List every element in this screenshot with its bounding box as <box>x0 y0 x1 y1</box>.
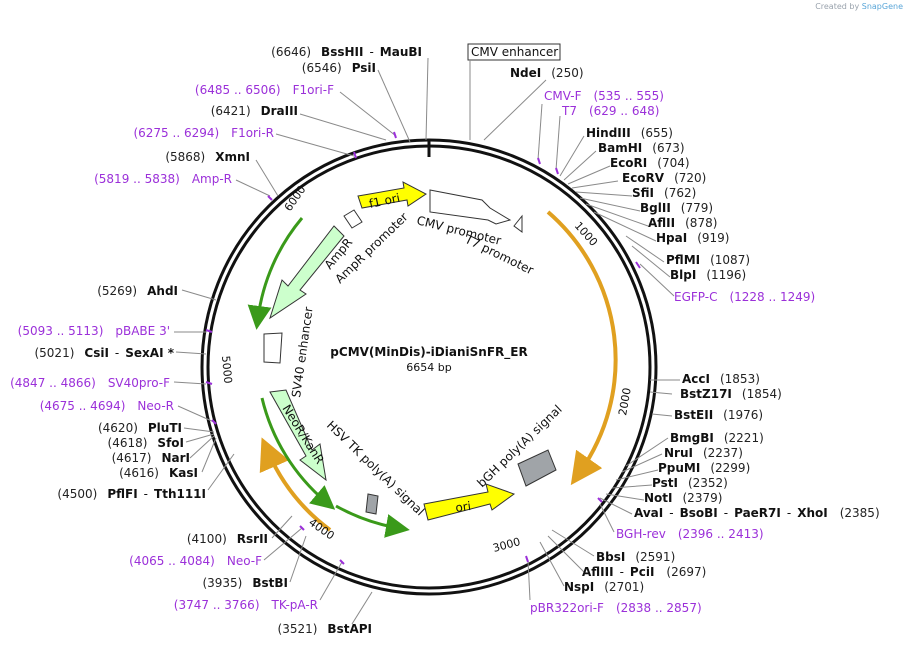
site-noti: NotI(2379) <box>644 491 722 505</box>
site-sexai-group: (5021)CsiI-SexAI * <box>34 346 174 360</box>
site-bstz17i: BstZ17I(1854) <box>680 387 782 401</box>
hsv-tk-box <box>365 493 379 515</box>
site-bmgbi: BmgBI(2221) <box>670 431 764 445</box>
primer-t7: T7(629 .. 648) <box>561 104 659 118</box>
tick-5000: 5000 <box>219 355 234 384</box>
site-xmni: (5868)XmnI <box>165 150 250 164</box>
orange-arc-right <box>546 210 618 486</box>
site-ecorv: EcoRV(720) <box>622 171 706 185</box>
backbone-site-marks <box>205 131 641 565</box>
green-arc-neor <box>260 397 336 510</box>
site-bstapi: (3521)BstAPI <box>278 622 372 636</box>
primer-tk-pa-r: (3747 .. 3766)TK-pA-R <box>174 598 318 612</box>
snapgene-logo: SnapGene <box>861 2 903 11</box>
site-draiii: (6421)DraIII <box>211 104 298 118</box>
primer-neo-f: (4065 .. 4084)Neo-F <box>129 554 262 568</box>
snapgene-credit: Created by SnapGene <box>815 2 903 11</box>
cmv-enhancer-box <box>467 43 561 61</box>
ampr-promoter-arrow <box>343 209 363 229</box>
site-rsrii: (4100)RsrII <box>187 532 268 546</box>
site-ahdi: (5269)AhdI <box>97 284 178 298</box>
site-hpai: HpaI(919) <box>656 231 729 245</box>
site-bamhi: BamHI(673) <box>598 141 685 155</box>
credit-prefix: Created by <box>815 2 860 11</box>
tick-2000: 2000 <box>616 387 634 417</box>
f1-ori-label: f1 ori <box>368 191 402 211</box>
site-kasi: (4616)KasI <box>119 466 198 480</box>
site-sfoi: (4618)SfoI <box>108 436 184 450</box>
site-bsteii: BstEII(1976) <box>674 408 763 422</box>
t7-promoter-arrow <box>513 214 523 233</box>
primer-sv40pro-f: (4847 .. 4866)SV40pro-F <box>10 376 170 390</box>
site-pcii-group: AflIII-PciI(2697) <box>582 565 706 579</box>
orange-arc-left <box>259 437 332 532</box>
site-bglii: BglII(779) <box>640 201 713 215</box>
primer-f1ori-r: (6275 .. 6294)F1ori-R <box>133 126 274 140</box>
site-nspi: NspI(2701) <box>564 580 644 594</box>
site-ecori: EcoRI(704) <box>610 156 690 170</box>
green-arc-hsv <box>335 504 410 538</box>
site-aflii: AflII(878) <box>648 216 717 230</box>
site-psti: PstI(2352) <box>652 476 728 490</box>
site-nari: (4617)NarI <box>112 451 190 465</box>
site-ndei: NdeI(250) <box>510 66 584 80</box>
primer-neo-r: (4675 .. 4694)Neo-R <box>40 399 174 413</box>
site-ppumi: PpuMI(2299) <box>658 461 750 475</box>
tick-4000: 4000 <box>306 516 336 543</box>
bgh-label: bGH poly(A) signal <box>474 402 564 490</box>
ori-label: ori <box>454 499 471 515</box>
primer-bgh-rev: BGH-rev(2396 .. 2413) <box>616 527 764 541</box>
site-mauBI-group: (6646)BssHII-MauBI <box>271 45 422 59</box>
site-xhoi-group: AvaI-BsoBI-PaeR7I-XhoI(2385) <box>634 506 880 520</box>
primer-egfp-c: EGFP-C(1228 .. 1249) <box>674 290 815 304</box>
site-pflmi: PflMI(1087) <box>666 253 750 267</box>
primer-pbabe: (5093 .. 5113)pBABE 3' <box>18 324 170 338</box>
site-psii: (6546)PsiI <box>302 61 376 75</box>
site-nrui: NruI(2237) <box>664 446 743 460</box>
site-pluti: (4620)PluTI <box>98 421 182 435</box>
bgh-box <box>517 449 557 487</box>
site-bbsi: BbsI(2591) <box>596 550 675 564</box>
neor-arrow <box>269 389 327 482</box>
f1-ori-arrow <box>357 181 427 209</box>
ori-arrow <box>423 483 516 521</box>
primer-f1ori-f: (6485 .. 6506)F1ori-F <box>195 83 334 97</box>
sv40-enhancer-box <box>263 332 283 364</box>
primer-pbr322ori-f: pBR322ori-F(2838 .. 2857) <box>530 601 702 615</box>
green-arc-ampr <box>247 217 304 330</box>
site-bstbi: (3935)BstBI <box>202 576 288 590</box>
site-tth111i-group: (4500)PflFI-Tth111I <box>57 487 206 501</box>
sv40-enhancer-label: SV40 enhancer <box>289 306 316 399</box>
cmv-enhancer-label: CMV enhancer <box>471 45 558 59</box>
site-sfii: SfiI(762) <box>632 186 696 200</box>
site-hindiii: HindIII(655) <box>586 126 673 140</box>
site-blpi: BlpI(1196) <box>670 268 746 282</box>
tick-3000: 3000 <box>491 535 521 555</box>
cmv-promoter-arrow <box>429 189 512 225</box>
site-acci: AccI(1853) <box>682 372 760 386</box>
plasmid-size: 6654 bp <box>406 361 451 374</box>
plasmid-name: pCMV(MinDis)-iDianiSnFR_ER <box>330 345 527 360</box>
ampr-arrow <box>269 225 345 320</box>
primer-cmv-f: CMV-F(535 .. 555) <box>544 89 664 103</box>
primer-amp-r: (5819 .. 5838)Amp-R <box>94 172 232 186</box>
